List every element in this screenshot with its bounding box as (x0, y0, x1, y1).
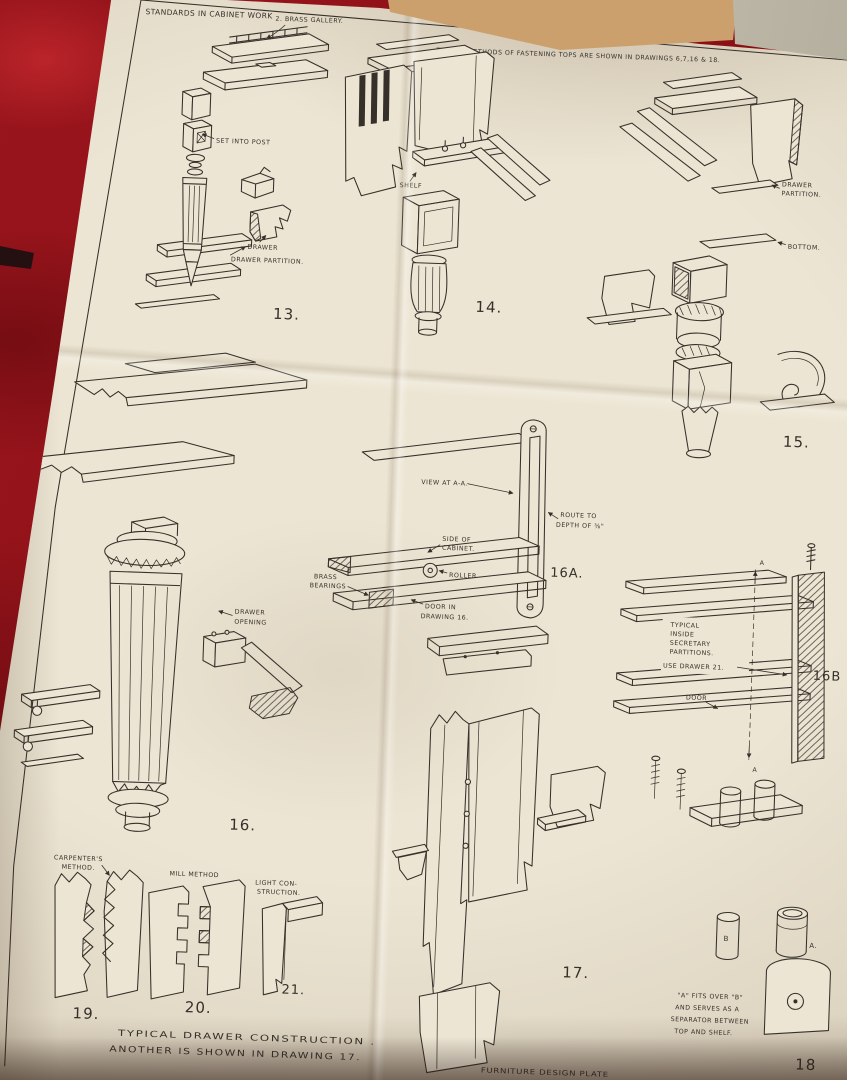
label-drawer: DRAWER (247, 244, 278, 252)
figure-16-number: 16. (229, 816, 256, 835)
fig18-caption-line4: TOP AND SHELF. (673, 1028, 733, 1037)
label-drawer-opening-line2: OPENING (234, 619, 267, 627)
label-typical-line2: INSIDE (670, 631, 694, 639)
label-brass-bearings-line2: BEARINGS (310, 582, 347, 590)
figure-14: SHELF 14. (344, 34, 551, 336)
label-carpenters-method-line2: METHOD. (62, 864, 96, 872)
label-side-of-cabinet-line2: CABINET. (442, 545, 475, 553)
fig18-caption-line3: SEPARATOR BETWEEN (671, 1016, 750, 1026)
page-title: STANDARDS IN CABINET WORK (145, 7, 273, 20)
label-bottom: BOTTOM. (788, 244, 821, 252)
label-drawer-opening-line1: DRAWER (235, 609, 266, 617)
fig18-caption-line1: "A" FITS OVER "B" (677, 992, 743, 1001)
figure-14-number: 14. (475, 298, 502, 317)
label-view-at-aa: VIEW AT A-A. (421, 479, 468, 488)
figure-20-number: 20. (185, 998, 212, 1017)
section-mark-a-bottom: A (752, 767, 757, 774)
figure-15: DRAWER PARTITION. BOTTOM. 15. (586, 72, 835, 459)
label-drawer-partition: DRAWER PARTITION. (231, 256, 304, 266)
figure-16a-number: 16A. (550, 566, 584, 582)
label-route-to-depth-line1: ROUTE TO (560, 512, 597, 520)
fig18-caption-line2: AND SERVES AS A (675, 1004, 740, 1013)
label-route-to-depth-line2: DEPTH OF ⅜" (556, 522, 605, 531)
figure-17: 17. (391, 707, 606, 1074)
figure-19-number: 19. (72, 1004, 99, 1023)
label-drawer-partition-line1: DRAWER (782, 181, 813, 189)
figure-16a: VIEW AT A-A. SIDE OF CABINET. ROLLER BRA… (310, 419, 605, 676)
label-light-construction-line1: LIGHT CON- (255, 879, 297, 887)
figure-15-number: 15. (783, 433, 810, 452)
footer-caption-line1: TYPICAL DRAWER CONSTRUCTION . (116, 1029, 376, 1048)
figure-18-number: 18 (795, 1055, 817, 1074)
footer-caption-line2: ANOTHER IS SHOWN IN DRAWING 17. (109, 1044, 361, 1063)
label-set-into-post: SET INTO POST (216, 138, 271, 147)
figure-13-number: 13. (273, 305, 300, 324)
label-door-in-drawing-line2: DRAWING 16. (421, 613, 469, 622)
cylinder-mark-b: B (723, 935, 729, 943)
label-drawer-partition-line2: PARTITION. (781, 190, 821, 198)
figure-19: CARPENTER'S METHOD. 19. (54, 854, 144, 1023)
label-light-construction-line2: STRUCTION. (257, 889, 301, 898)
label-door-in-drawing-line1: DOOR IN (425, 603, 456, 611)
label-typical-line3: SECRETARY (670, 640, 711, 648)
label-carpenters-method-line1: CARPENTER'S (54, 854, 103, 863)
label-typical-line1: TYPICAL (669, 622, 699, 630)
label-use-drawer: USE DRAWER 21. (663, 663, 724, 672)
label-brass-bearings-line1: BRASS (314, 573, 337, 581)
figure-17-number: 17. (562, 963, 589, 982)
figure-21: LIGHT CON- STRUCTION. 21. (255, 879, 324, 998)
cylinder-mark-a: A. (809, 942, 817, 950)
figure-21-number: 21. (281, 982, 305, 998)
label-door: DOOR (686, 694, 707, 702)
label-side-of-cabinet-line1: SIDE OF (442, 536, 471, 544)
section-mark-a-top: A (760, 560, 765, 567)
label-typical-line4: PARTITIONS. (669, 649, 713, 658)
figure-16: DRAWER OPENING 16. (13, 352, 308, 835)
figure-16b-number: 16B (813, 669, 842, 685)
figure-20: MILL METHOD 20. (148, 870, 246, 1017)
label-mill-method: MILL METHOD (169, 870, 219, 879)
figure-13: SET INTO POST DRAWER DRAWER PARTITION. 1… (134, 26, 330, 324)
plate-series-title: FURNITURE DESIGN PLATE (481, 1066, 609, 1078)
brass-gallery-label: 2. BRASS GALLERY. (275, 16, 343, 25)
figure-16b: A A TYPICAL INSIDE SECRETARY PARTITIONS.… (613, 543, 842, 774)
label-roller: ROLLER (449, 572, 477, 580)
plate-footer: TYPICAL DRAWER CONSTRUCTION . ANOTHER IS… (109, 1029, 609, 1079)
label-shelf: SHELF (400, 182, 423, 190)
figure-18: B A. "A" FITS OVER "B" AND SERVES AS A S… (650, 755, 831, 1074)
